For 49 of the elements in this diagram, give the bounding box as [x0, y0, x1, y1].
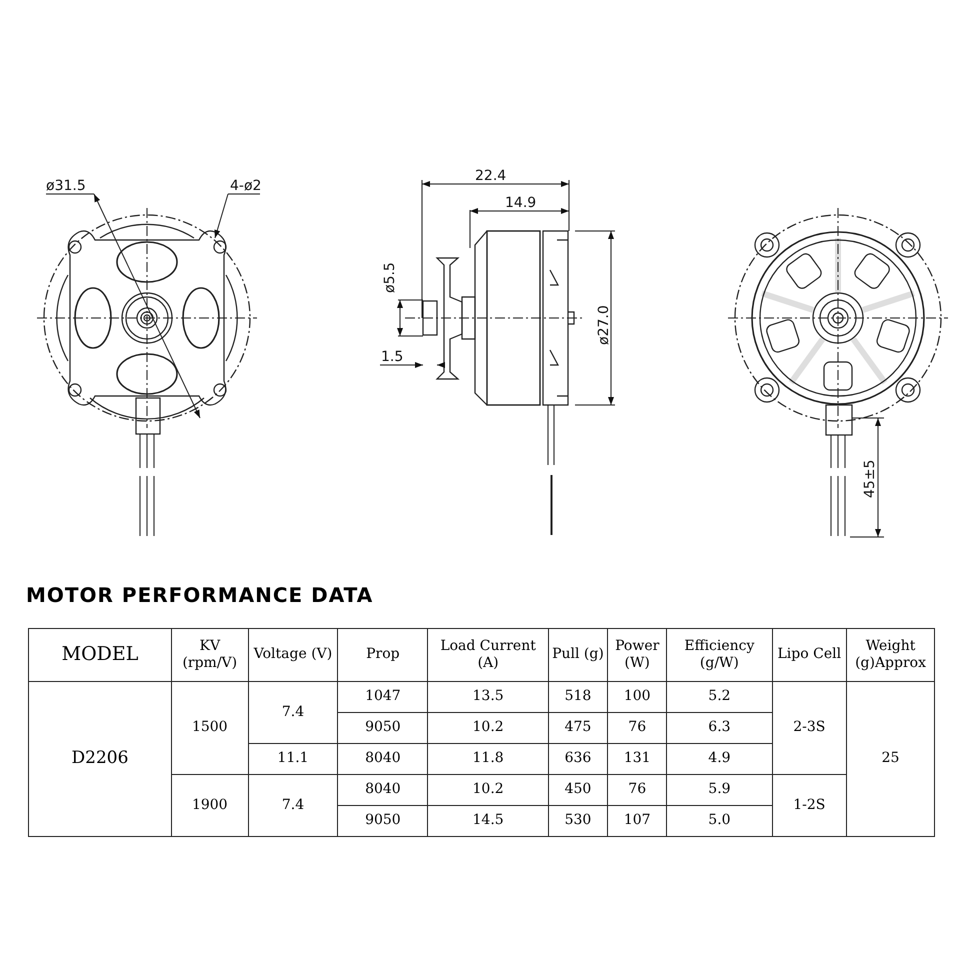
- table-cell: 5.2: [666, 682, 772, 712]
- table-cell: 11.1: [248, 744, 338, 774]
- table-cell: 11.8: [428, 744, 548, 774]
- table-cell: 1047: [338, 682, 428, 712]
- table-cell: 2-3S: [772, 682, 847, 774]
- header-cell: Power (W): [608, 628, 667, 682]
- table-cell: 5.9: [666, 774, 772, 806]
- table-cell: 7.4: [248, 682, 338, 744]
- header-cell: Lipo Cell: [772, 628, 847, 682]
- table-cell: 636: [548, 744, 608, 774]
- table-cell: 76: [608, 712, 667, 744]
- header-cell: Weight (g)Approx: [846, 628, 934, 682]
- dimension-label: 45±5: [863, 460, 877, 498]
- table-cell: 13.5: [428, 682, 548, 712]
- dimension-label: 1.5: [381, 350, 404, 364]
- table-cell: 9050: [338, 806, 428, 836]
- header-cell: Prop: [338, 628, 428, 682]
- dimension-label: ø27.0: [597, 305, 611, 345]
- table-cell: D2206: [28, 682, 172, 836]
- table-cell: 1500: [171, 682, 248, 774]
- table-cell: 76: [608, 774, 667, 806]
- table-cell: 10.2: [428, 712, 548, 744]
- table-cell: 530: [548, 806, 608, 836]
- table-cell: 25: [846, 682, 934, 836]
- table-cell: 10.2: [428, 774, 548, 806]
- table-cell: 475: [548, 712, 608, 744]
- table-cell: 8040: [338, 774, 428, 806]
- dimension-label: 4-ø2: [230, 179, 262, 193]
- table-cell: 9050: [338, 712, 428, 744]
- dimension-label: ø31.5: [46, 179, 86, 193]
- header-cell: Voltage (V): [248, 628, 338, 682]
- table-heading: MOTOR PERFORMANCE DATA: [26, 583, 374, 607]
- header-cell: MODEL: [28, 628, 172, 682]
- table-cell: 107: [608, 806, 667, 836]
- table-cell: 14.5: [428, 806, 548, 836]
- table-cell: 518: [548, 682, 608, 712]
- table-cell: 100: [608, 682, 667, 712]
- dimension-label: ø5.5: [383, 262, 397, 293]
- table-cell: 1900: [171, 774, 248, 836]
- table-cell: 131: [608, 744, 667, 774]
- dimension-label: 14.9: [505, 196, 536, 210]
- header-cell: KV (rpm/V): [171, 628, 248, 682]
- table-cell: 8040: [338, 744, 428, 774]
- header-cell: Load Current (A): [428, 628, 548, 682]
- header-cell: Pull (g): [548, 628, 608, 682]
- table-cell: 450: [548, 774, 608, 806]
- header-cell: Efficiency (g/W): [666, 628, 772, 682]
- table-cell: 7.4: [248, 774, 338, 836]
- dimension-label: 22.4: [475, 169, 506, 183]
